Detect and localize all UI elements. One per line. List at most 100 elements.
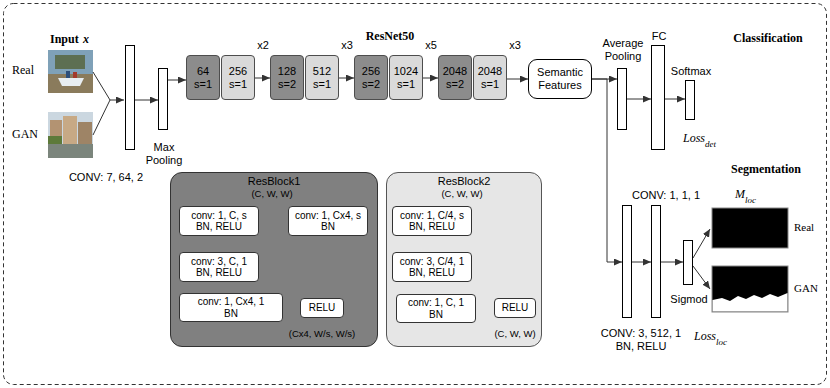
section-title: Segmentation: [731, 163, 801, 177]
conv-box: conv: 1, C/4, s BN, RELU: [392, 206, 472, 236]
layer-caption: CONV: 3, 512, 1 BN, RELU: [595, 327, 687, 352]
photo-person: [73, 72, 77, 78]
real-photo: [48, 50, 93, 93]
layer-caption: Average Pooling: [598, 37, 648, 62]
loss-label: Loss: [694, 330, 716, 344]
box-text: conv: 1, C/4, s BN, RELU: [397, 210, 467, 233]
mask-label: Real: [794, 221, 814, 234]
input-arrow: [110, 100, 124, 101]
photo-building: [63, 116, 77, 144]
input-wires: [93, 72, 124, 135]
box-text: s=1: [397, 78, 415, 91]
box-text: 1024: [394, 65, 418, 78]
input-symbol: x: [83, 33, 89, 47]
tensor-shape: (C, W, W): [494, 329, 535, 340]
feature-box: Semantic Features: [528, 59, 592, 99]
resblock2-box: 512s=1: [305, 55, 339, 100]
layer-caption: CONV: 7, 64, 2: [69, 171, 143, 184]
loss-subscript: loc: [716, 337, 727, 347]
box-text: conv: 1, C, 1 BN: [401, 297, 471, 320]
box-text: s=1: [481, 78, 499, 91]
relu-box: RELU: [494, 298, 536, 318]
tensor-shape: (Cx4, W/s, W/s): [289, 329, 356, 340]
box-text: s=1: [313, 78, 331, 91]
conv-layer: CONV: 1, 1, 1: [651, 205, 661, 318]
conv-layer: CONV: 3, 512, 1 BN, RELU: [622, 205, 632, 318]
section-title: Classification: [733, 32, 802, 46]
conv-box: conv: 1, C, s BN, RELU: [179, 206, 259, 236]
image-label: Real: [12, 64, 34, 78]
conv-box: conv: 3, C, 1 BN, RELU: [179, 252, 259, 282]
box-text: RELU: [502, 302, 529, 314]
softmax-layer: Softmax: [685, 80, 695, 120]
photo-trees: [48, 136, 62, 145]
input-line: [93, 100, 110, 135]
box-text: conv: 3, C/4, 1 BN, RELU: [397, 256, 467, 279]
tensor-shape: (C, W, W): [441, 189, 482, 200]
pooling-layer: Max Pooling: [158, 68, 168, 130]
layer-caption: CONV: 1, 1, 1: [632, 189, 700, 202]
layer-caption: Sigmod: [670, 293, 707, 306]
box-text: conv: 1, Cx4, 1 BN: [196, 296, 266, 319]
tensor-shape: (C, W, W): [251, 189, 292, 200]
conv-box: conv: 1, Cx4, 1 BN: [179, 293, 283, 322]
mask-arrow: [693, 229, 710, 258]
resblock1-box: 64s=1: [186, 55, 220, 100]
gan-photo: [48, 112, 93, 158]
box-text: conv: 1, C, s BN, RELU: [184, 210, 254, 233]
connector-arrow: [632, 262, 651, 263]
box-text: RELU: [309, 302, 336, 314]
box-text: s=1: [229, 78, 247, 91]
input-line: [93, 72, 110, 100]
box-text: 128: [278, 65, 296, 78]
box-text: 2048: [443, 65, 467, 78]
box-text: s=2: [278, 78, 296, 91]
box-text: s=1: [194, 78, 212, 91]
connector-arrow: [507, 79, 528, 80]
repeat-count: x3: [341, 39, 353, 52]
photo-sky: [48, 112, 93, 158]
connector-arrow: [255, 78, 270, 79]
connector-arrow: [168, 80, 186, 81]
box-text: conv: 3, C, 1 BN, RELU: [184, 256, 254, 279]
resblock2-box: 2048s=1: [473, 55, 507, 100]
connector-arrow: [339, 78, 354, 79]
resblock1-box: 128s=2: [270, 55, 304, 100]
image-label: GAN: [12, 128, 38, 142]
connector-arrow: [661, 262, 683, 263]
box-text: Semantic Features: [534, 66, 586, 91]
resblock2-box: 256s=1: [221, 55, 255, 100]
conv-box: conv: 3, C/4, 1 BN, RELU: [392, 252, 472, 282]
conv-box: conv: 1, Cx4, s BN: [288, 206, 368, 236]
mask-wires: [693, 229, 710, 289]
gan-mask-region: [713, 293, 788, 312]
photo-water: [48, 74, 93, 93]
photo-boat: [58, 78, 84, 86]
layer-caption: Softmax: [671, 65, 711, 78]
conv-layer: CONV: 7, 64, 2: [125, 45, 135, 150]
connector-arrow: [627, 99, 651, 100]
network-title: ResNet50: [366, 30, 415, 44]
resblock1-box: 256s=2: [354, 55, 388, 100]
layer-caption: ResBlock1: [248, 175, 301, 188]
photo-water: [48, 144, 93, 158]
fc-layer: FC: [651, 45, 665, 150]
loss-label: Loss: [683, 132, 705, 146]
box-text: 256: [229, 65, 247, 78]
box-text: s=2: [362, 78, 380, 91]
box-text: conv: 1, Cx4, s BN: [293, 210, 363, 233]
resblock2-box: 1024s=1: [389, 55, 423, 100]
connector-arrow: [423, 78, 438, 79]
box-text: 256: [362, 65, 380, 78]
box-text: 512: [313, 65, 331, 78]
mask-subscript: loc: [745, 195, 756, 205]
box-text: 64: [197, 65, 209, 78]
sigmoid-layer: Sigmod: [683, 240, 693, 285]
layer-caption: ResBlock2: [438, 175, 491, 188]
photo-sky: [48, 50, 93, 93]
mask-label: GAN: [794, 282, 818, 295]
photo-building: [78, 122, 92, 144]
repeat-count: x3: [509, 39, 521, 52]
input-label: Input: [50, 33, 79, 47]
real-mask: [712, 208, 788, 248]
